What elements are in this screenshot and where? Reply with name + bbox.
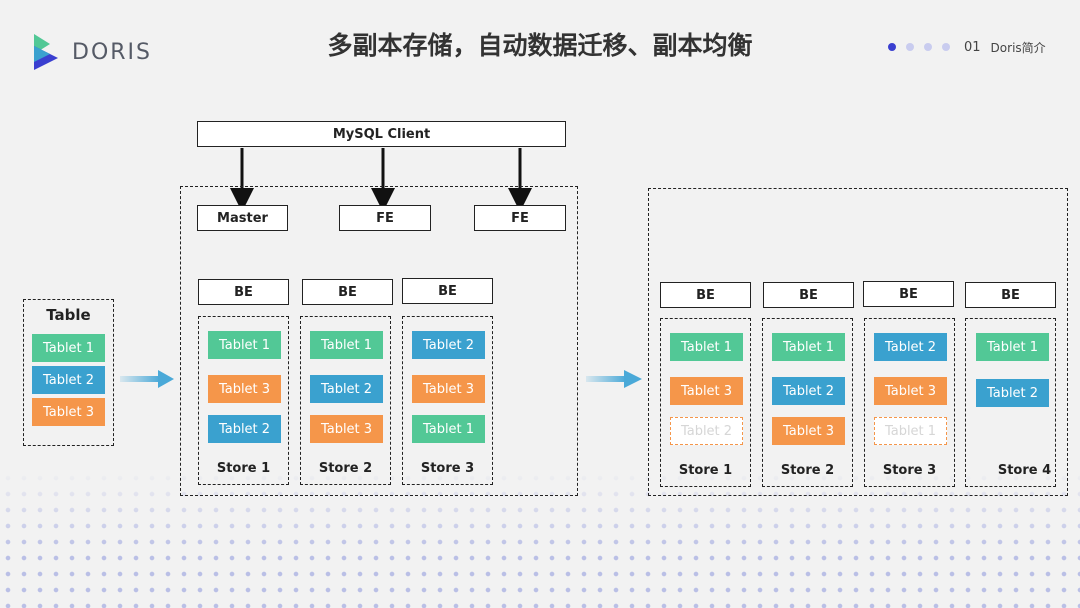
doris-logo-icon (34, 34, 58, 70)
migrating-tablet: Tablet 1 (874, 417, 947, 445)
store-column: Tablet 1 Tablet 3 Tablet 2 Store 1 (660, 318, 751, 487)
tablet: Tablet 2 (32, 366, 105, 394)
store-label: Store 1 (678, 463, 733, 478)
store-column: Tablet 1 Tablet 2 Tablet 3 Store 2 (300, 316, 391, 485)
pager-dot[interactable] (888, 43, 896, 51)
tablet: Tablet 3 (412, 375, 485, 403)
be-node: BE (402, 278, 493, 304)
tablet: Tablet 3 (32, 398, 105, 426)
pager-dot[interactable] (942, 43, 950, 51)
tablet: Tablet 1 (310, 331, 383, 359)
flow-arrow-2 (586, 370, 642, 388)
mysql-client-box: MySQL Client (197, 121, 566, 147)
migrating-tablet: Tablet 2 (670, 417, 743, 445)
be-node: BE (965, 282, 1056, 308)
tablet: Tablet 3 (310, 415, 383, 443)
store-column: Tablet 1 Tablet 2 Tablet 3 Store 2 (762, 318, 853, 487)
pager-label: Doris简介 (990, 40, 1046, 55)
master-node: Master (197, 205, 288, 231)
fe-node: FE (339, 205, 431, 231)
tablet: Tablet 3 (670, 377, 743, 405)
slide-pager: 01 Doris简介 (888, 38, 1068, 56)
table-title: Table (46, 306, 91, 324)
store-column: Tablet 1 Tablet 3 Tablet 2 Store 1 (198, 316, 289, 485)
be-node: BE (863, 281, 954, 307)
tablet: Tablet 2 (976, 379, 1049, 407)
tablet: Tablet 1 (412, 415, 485, 443)
be-node: BE (302, 279, 393, 305)
store-label: Store 4 (997, 463, 1052, 478)
tablet: Tablet 2 (310, 375, 383, 403)
store-label: Store 3 (420, 461, 475, 476)
tablet: Tablet 3 (874, 377, 947, 405)
tablet: Tablet 2 (208, 415, 281, 443)
doris-logo: DORIS (30, 30, 170, 74)
tablet: Tablet 3 (208, 375, 281, 403)
cluster-boundary (180, 186, 578, 496)
tablet: Tablet 1 (772, 333, 845, 361)
slide-title: 多副本存储，自动数据迁移、副本均衡 (327, 31, 753, 60)
tablet: Tablet 1 (670, 333, 743, 361)
brand-name: DORIS (72, 39, 152, 65)
store-label: Store 3 (882, 463, 937, 478)
tablet: Tablet 2 (772, 377, 845, 405)
pager-dot[interactable] (924, 43, 932, 51)
pager-dot[interactable] (906, 43, 914, 51)
fe-node: FE (474, 205, 566, 231)
tablet: Tablet 3 (772, 417, 845, 445)
be-node: BE (660, 282, 751, 308)
tablet: Tablet 1 (976, 333, 1049, 361)
tablet: Tablet 2 (412, 331, 485, 359)
store-label: Store 2 (780, 463, 835, 478)
tablet: Tablet 2 (874, 333, 947, 361)
balanced-cluster-boundary (648, 188, 1068, 496)
source-table: Table Tablet 1 Tablet 2 Tablet 3 (23, 299, 114, 446)
pager-number: 01 (964, 39, 981, 55)
store-column: Tablet 2 Tablet 3 Tablet 1 Store 3 (864, 318, 955, 487)
store-column: Tablet 2 Tablet 3 Tablet 1 Store 3 (402, 316, 493, 485)
store-column: Tablet 1 Tablet 2 Store 4 (965, 318, 1056, 487)
store-label: Store 1 (216, 461, 271, 476)
be-node: BE (198, 279, 289, 305)
store-label: Store 2 (318, 461, 373, 476)
be-node: BE (763, 282, 854, 308)
tablet: Tablet 1 (208, 331, 281, 359)
tablet: Tablet 1 (32, 334, 105, 362)
flow-arrow-1 (120, 370, 174, 388)
